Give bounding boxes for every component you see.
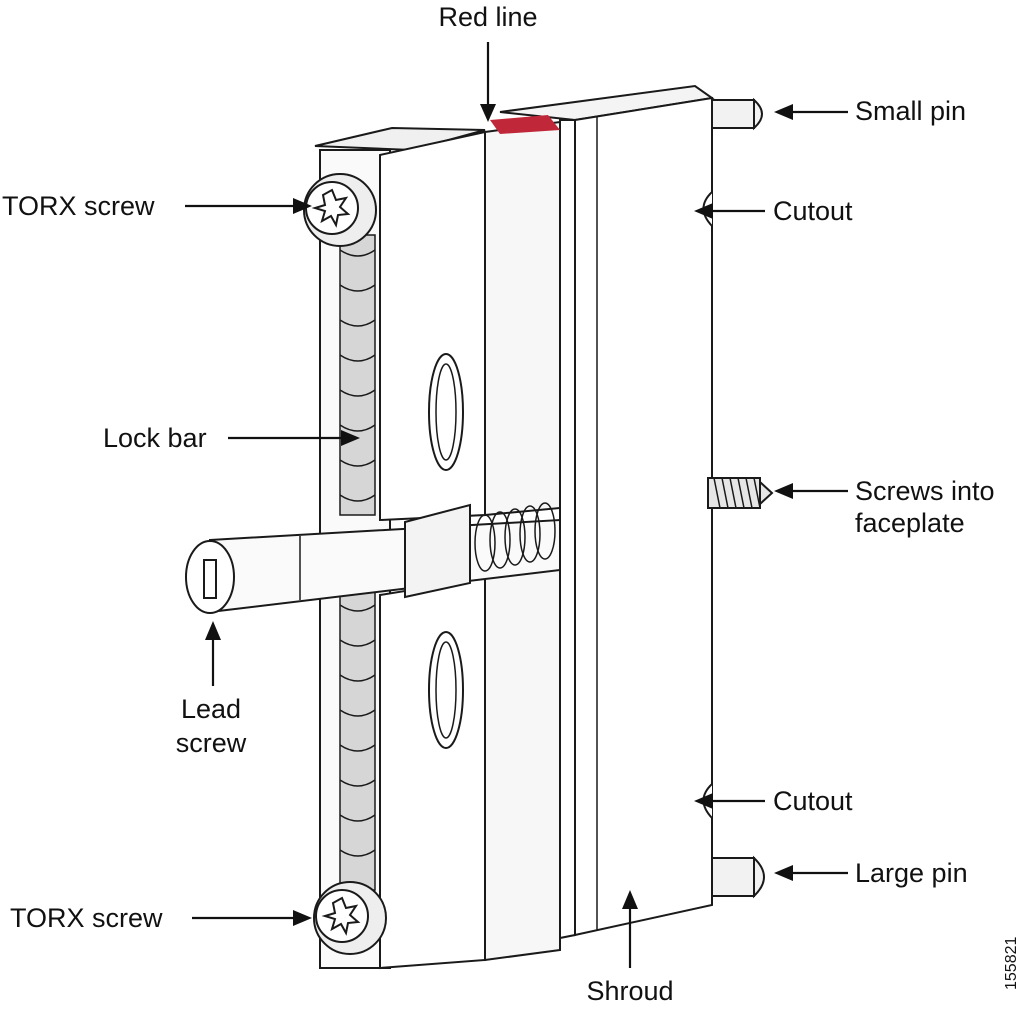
large-pin [711, 855, 765, 899]
callout-arrows [185, 42, 848, 968]
label-cutout-top: Cutout [773, 196, 853, 226]
torx-screw-bottom [313, 881, 387, 955]
label-torx-bottom: TORX screw [10, 903, 163, 933]
label-small-pin: Small pin [855, 96, 966, 126]
lead-screw [185, 502, 561, 614]
torx-screw-top [303, 173, 377, 247]
label-screws-line2: faceplate [855, 508, 965, 538]
label-large-pin: Large pin [855, 858, 968, 888]
label-lead-line2: screw [176, 728, 247, 758]
figure-id: 155821 [1003, 937, 1020, 990]
label-lock-bar: Lock bar [103, 423, 207, 453]
label-lead-line1: Lead [181, 694, 241, 724]
label-red-line: Red line [438, 2, 537, 32]
screw-thread [707, 477, 774, 509]
small-pin [711, 97, 763, 131]
red-line-marker [490, 115, 560, 134]
label-torx-top: TORX screw [2, 191, 155, 221]
lock-assembly [314, 115, 561, 970]
label-cutout-bottom: Cutout [773, 786, 853, 816]
label-shroud: Shroud [586, 976, 673, 1006]
label-screws-line1: Screws into [855, 476, 995, 506]
